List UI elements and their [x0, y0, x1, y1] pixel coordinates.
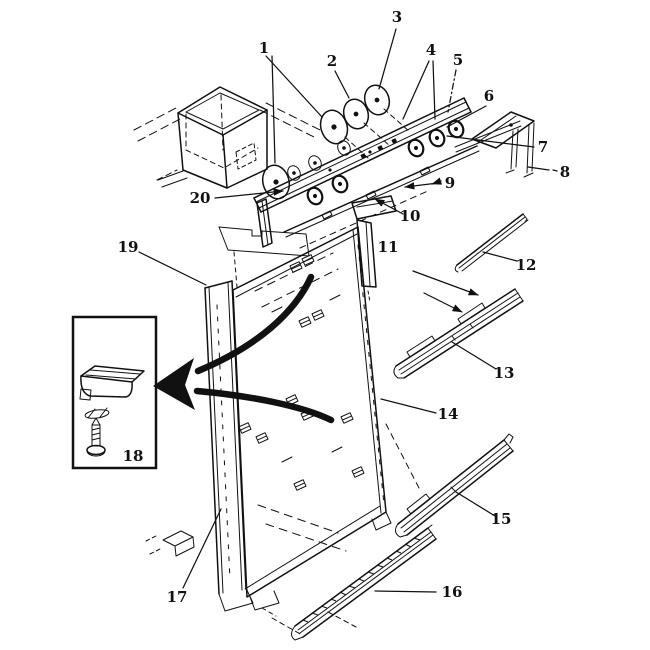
callout-label-7: 7	[538, 138, 548, 156]
inset-frame	[71, 315, 158, 470]
leader-12	[482, 251, 518, 262]
support-bar	[356, 219, 377, 303]
callout-label-16: 16	[442, 583, 463, 601]
leader-4b	[432, 60, 436, 120]
leader-9b	[404, 182, 439, 190]
track-roller	[447, 119, 465, 139]
callout-label-10: 10	[400, 207, 421, 225]
mounting-screw	[86, 417, 106, 457]
leader-6	[446, 105, 487, 128]
callout-label-8: 8	[560, 163, 570, 181]
side-rail-16	[291, 524, 437, 641]
callout-label-2: 2	[327, 52, 337, 70]
washer-clip	[84, 407, 110, 419]
track-roller	[428, 128, 446, 148]
dashed-frame-stubs	[133, 102, 323, 181]
explode-alignment-marks	[385, 270, 479, 489]
leader-3	[378, 28, 397, 90]
track-roller	[337, 140, 351, 156]
panel-clip	[238, 422, 252, 434]
cabinet-corner-box	[157, 86, 268, 189]
track-roller	[287, 165, 301, 181]
panel-clip	[298, 316, 312, 328]
end-cap-part	[79, 365, 145, 401]
callout-label-14: 14	[438, 405, 459, 423]
leader-13	[451, 341, 497, 370]
panel-clip	[293, 479, 307, 491]
panel-clip	[255, 432, 269, 444]
callout-label-19: 19	[118, 238, 139, 256]
roller-disc-20	[261, 164, 291, 200]
leader-10	[374, 198, 404, 215]
upper-track-assembly	[253, 97, 472, 248]
leader-14	[380, 398, 437, 414]
callout-label-12: 12	[516, 256, 537, 274]
leader-5	[447, 69, 457, 113]
inset-detail-box	[71, 315, 158, 470]
panel-clip	[311, 309, 325, 321]
leader-20	[214, 188, 284, 199]
panel-clip	[289, 261, 303, 273]
callout-labels: 1 2 3 4 5 6 7 8 9 10 11 12 13 14 15 16 1…	[118, 8, 571, 606]
left-channel	[204, 280, 254, 612]
side-rail-13	[393, 288, 524, 379]
side-rail-12	[454, 213, 529, 273]
track-roller	[306, 186, 324, 206]
roller-disc-c	[363, 84, 391, 116]
track-roller	[331, 174, 349, 194]
callout-label-13: 13	[494, 364, 515, 382]
leader-1b	[271, 55, 276, 164]
track-roller	[308, 155, 322, 171]
corner-bracket	[471, 111, 535, 178]
roller-disc-group	[261, 84, 411, 200]
leader-16	[374, 590, 437, 593]
callout-label-6: 6	[484, 87, 494, 105]
roller-disc-a	[319, 109, 349, 145]
panel-clip	[351, 466, 365, 478]
callout-label-4: 4	[426, 41, 436, 59]
callout-label-1: 1	[259, 39, 269, 57]
bottom-left-bracket	[145, 530, 195, 557]
leader-17	[182, 508, 222, 589]
leader-8	[527, 166, 558, 172]
roller-disc-b	[342, 98, 370, 130]
leader-7	[446, 135, 535, 148]
callout-label-20: 20	[190, 189, 211, 207]
rail-hatching	[302, 537, 421, 623]
leader-2	[334, 70, 350, 99]
callout-label-5: 5	[453, 51, 463, 69]
callout-label-9: 9	[445, 174, 455, 192]
track-roller	[407, 138, 425, 158]
panel-clip	[301, 254, 315, 266]
tub-top-edge	[283, 120, 522, 249]
leader-4	[402, 60, 430, 120]
callout-label-11: 11	[378, 238, 399, 256]
callout-leaders	[138, 28, 558, 593]
callout-label-17: 17	[167, 588, 188, 606]
side-rail-15	[394, 433, 514, 538]
panel-clip	[340, 412, 354, 424]
callout-label-18: 18	[123, 447, 144, 465]
callout-label-15: 15	[491, 510, 512, 528]
callout-label-3: 3	[392, 8, 402, 26]
detail-swoosh-arrow	[153, 273, 335, 424]
leader-15	[455, 491, 496, 517]
leader-19	[138, 251, 207, 286]
leader-1	[265, 55, 323, 118]
roller-axis-dashes	[344, 108, 411, 159]
